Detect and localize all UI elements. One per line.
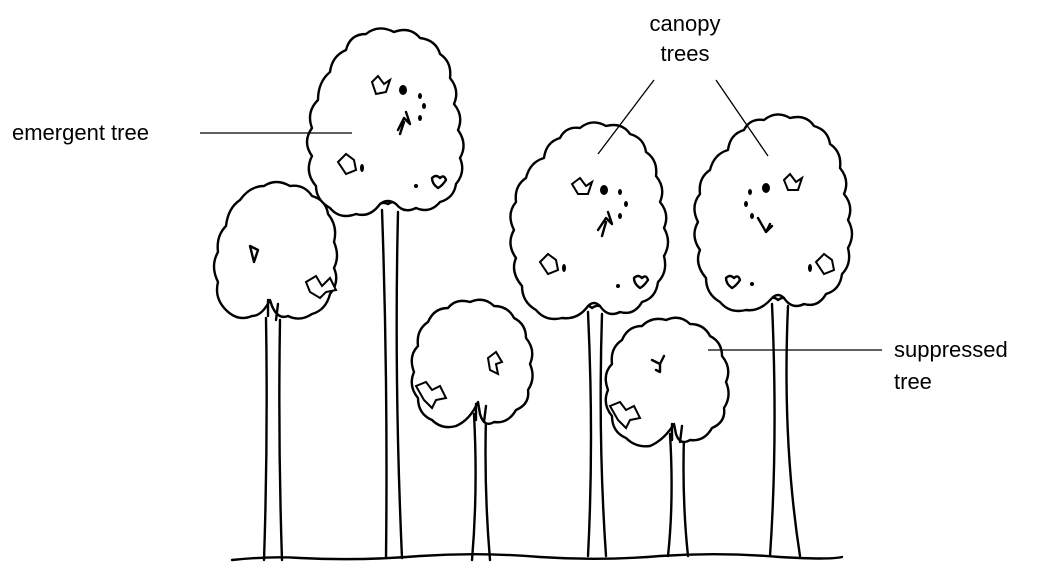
emergent-tree-label: emergent tree <box>12 119 149 147</box>
emergent-tree-trunk <box>382 210 402 558</box>
ground-line <box>232 554 842 560</box>
canopy-trees-label-line2: trees <box>640 40 730 68</box>
emergent-tree-dot-4 <box>418 115 422 121</box>
center-small-tree <box>412 300 533 560</box>
emergent-tree-dot-2 <box>418 93 422 99</box>
center-small-tree-trunk <box>472 414 490 560</box>
left-small-tree-trunk <box>264 318 282 560</box>
canopy-tree-2-dot-6 <box>750 282 754 286</box>
canopy-tree-1-dot-1 <box>600 185 608 195</box>
canopy-tree-1-dot-3 <box>624 201 628 207</box>
canopy-tree-1-dot-5 <box>562 264 566 272</box>
center-small-tree-crown <box>412 300 533 427</box>
canopy-trees-label-line1: canopy <box>640 10 730 38</box>
canopy-tree-2-dot-2 <box>748 189 752 195</box>
canopy-tree-1-dot-2 <box>618 189 622 195</box>
suppressed-tree-label-line1: suppressed <box>894 336 1008 364</box>
canopy-tree-2-dot-1 <box>762 183 770 193</box>
canopy-tree-1-dot-4 <box>618 213 622 219</box>
suppressed-tree-label-line2: tree <box>894 368 932 396</box>
canopy-tree-2-dot-4 <box>750 213 754 219</box>
canopy-tree-1-trunk <box>588 312 606 556</box>
canopy-tree-2 <box>694 114 852 556</box>
canopy-tree-1-crown <box>510 122 668 319</box>
suppressed-tree <box>606 318 729 556</box>
left-small-tree <box>214 182 337 560</box>
suppressed-tree-trunk <box>668 434 688 556</box>
emergent-tree-dot-6 <box>414 184 418 188</box>
canopy-tree-1-dot-6 <box>616 284 620 288</box>
canopy-tree-2-dot-5 <box>808 264 812 272</box>
canopy-tree-2-crown <box>694 114 852 311</box>
canopy-tree-2-trunk <box>770 304 800 556</box>
emergent-tree-dot-1 <box>399 85 407 95</box>
emergent-tree-dot-5 <box>360 164 364 172</box>
emergent-tree-dot-3 <box>422 103 426 109</box>
canopy-tree-2-dot-3 <box>744 201 748 207</box>
